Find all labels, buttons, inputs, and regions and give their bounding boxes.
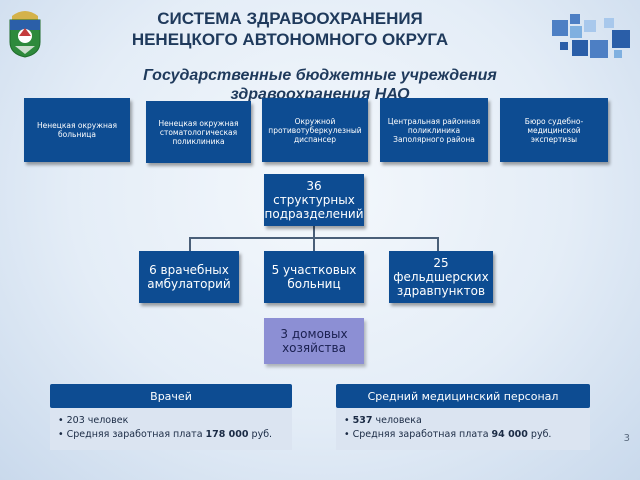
nurses-salary-value: 94 000 [491, 429, 528, 440]
nurses-salary-suffix: руб. [527, 429, 552, 440]
institution-label: Окружной противотуберкулезный диспансер [268, 116, 362, 144]
institution-box-4: Центральная районная поликлиника Заполяр… [380, 98, 488, 162]
title-line-1: СИСТЕМА ЗДРАВООХРАНЕНИЯ [157, 9, 423, 28]
institution-box-3: Окружной противотуберкулезный диспансер [262, 98, 368, 162]
institution-box-5: Бюро судебно-медицинской экспертизы [500, 98, 608, 162]
institution-label: Ненецкая окружная больница [37, 121, 117, 139]
institution-label: Ненецкая окружная стоматологическая поли… [158, 118, 239, 146]
institution-label: Центральная районная поликлиника Заполяр… [387, 116, 481, 144]
doctors-panel-header: Врачей [50, 384, 292, 408]
doctors-panel-body: 203 человек Средняя заработная плата 178… [50, 408, 292, 450]
connector-middle [313, 237, 315, 251]
institution-box-1: Ненецкая окружная больница [24, 98, 130, 162]
doctors-salary-value: 178 000 [205, 429, 249, 440]
nurses-count-value: 537 [352, 415, 373, 426]
nurses-panel-body: 537 человека Средняя заработная плата 94… [336, 408, 590, 450]
nurses-salary: Средняя заработная плата 94 000 руб. [344, 428, 580, 442]
nurses-panel-header: Средний медицинский персонал [336, 384, 590, 408]
structure-child-feldsher-points: 25 фельдшерских здравпунктов [389, 251, 493, 303]
coat-of-arms-icon [6, 6, 44, 58]
structure-root-label: 36 структурных подразделений [264, 179, 364, 221]
structure-root: 36 структурных подразделений [264, 174, 364, 226]
doctors-salary-prefix: Средняя заработная плата [66, 429, 206, 440]
structure-child-hospitals: 5 участковых больниц [264, 251, 364, 303]
structure-child-label: 5 участковых больниц [271, 263, 357, 291]
structure-extra: 3 домовых хозяйства [264, 318, 364, 364]
nurses-panel-title: Средний медицинский персонал [367, 389, 559, 403]
doctors-salary: Средняя заработная плата 178 000 руб. [58, 428, 282, 442]
structure-child-label: 6 врачебных амбулаторий [147, 263, 231, 291]
doctors-salary-suffix: руб. [248, 429, 273, 440]
connector-left [189, 237, 191, 251]
doctors-count: 203 человек [58, 414, 282, 428]
connector-vertical [313, 226, 315, 238]
nurses-count-suffix: человека [372, 415, 422, 426]
connector-right [437, 237, 439, 251]
institution-box-2: Ненецкая окружная стоматологическая поли… [146, 101, 251, 163]
nurses-count: 537 человека [344, 414, 580, 428]
title-line-2: НЕНЕЦКОГО АВТОНОМНОГО ОКРУГА [131, 30, 449, 49]
page-number: 3 [623, 433, 630, 444]
page-title: СИСТЕМА ЗДРАВООХРАНЕНИЯ НЕНЕЦКОГО АВТОНО… [100, 8, 480, 50]
nurses-salary-prefix: Средняя заработная плата [352, 429, 492, 440]
doctors-panel-title: Врачей [150, 389, 192, 403]
structure-child-ambulatories: 6 врачебных амбулаторий [139, 251, 239, 303]
structure-extra-label: 3 домовых хозяйства [280, 327, 348, 355]
structure-child-label: 25 фельдшерских здравпунктов [393, 256, 489, 298]
brand-mosaic-icon [552, 14, 634, 60]
institution-label: Бюро судебно-медицинской экспертизы [524, 116, 584, 144]
subtitle-line-1: Государственные бюджетные учреждения [143, 67, 497, 84]
